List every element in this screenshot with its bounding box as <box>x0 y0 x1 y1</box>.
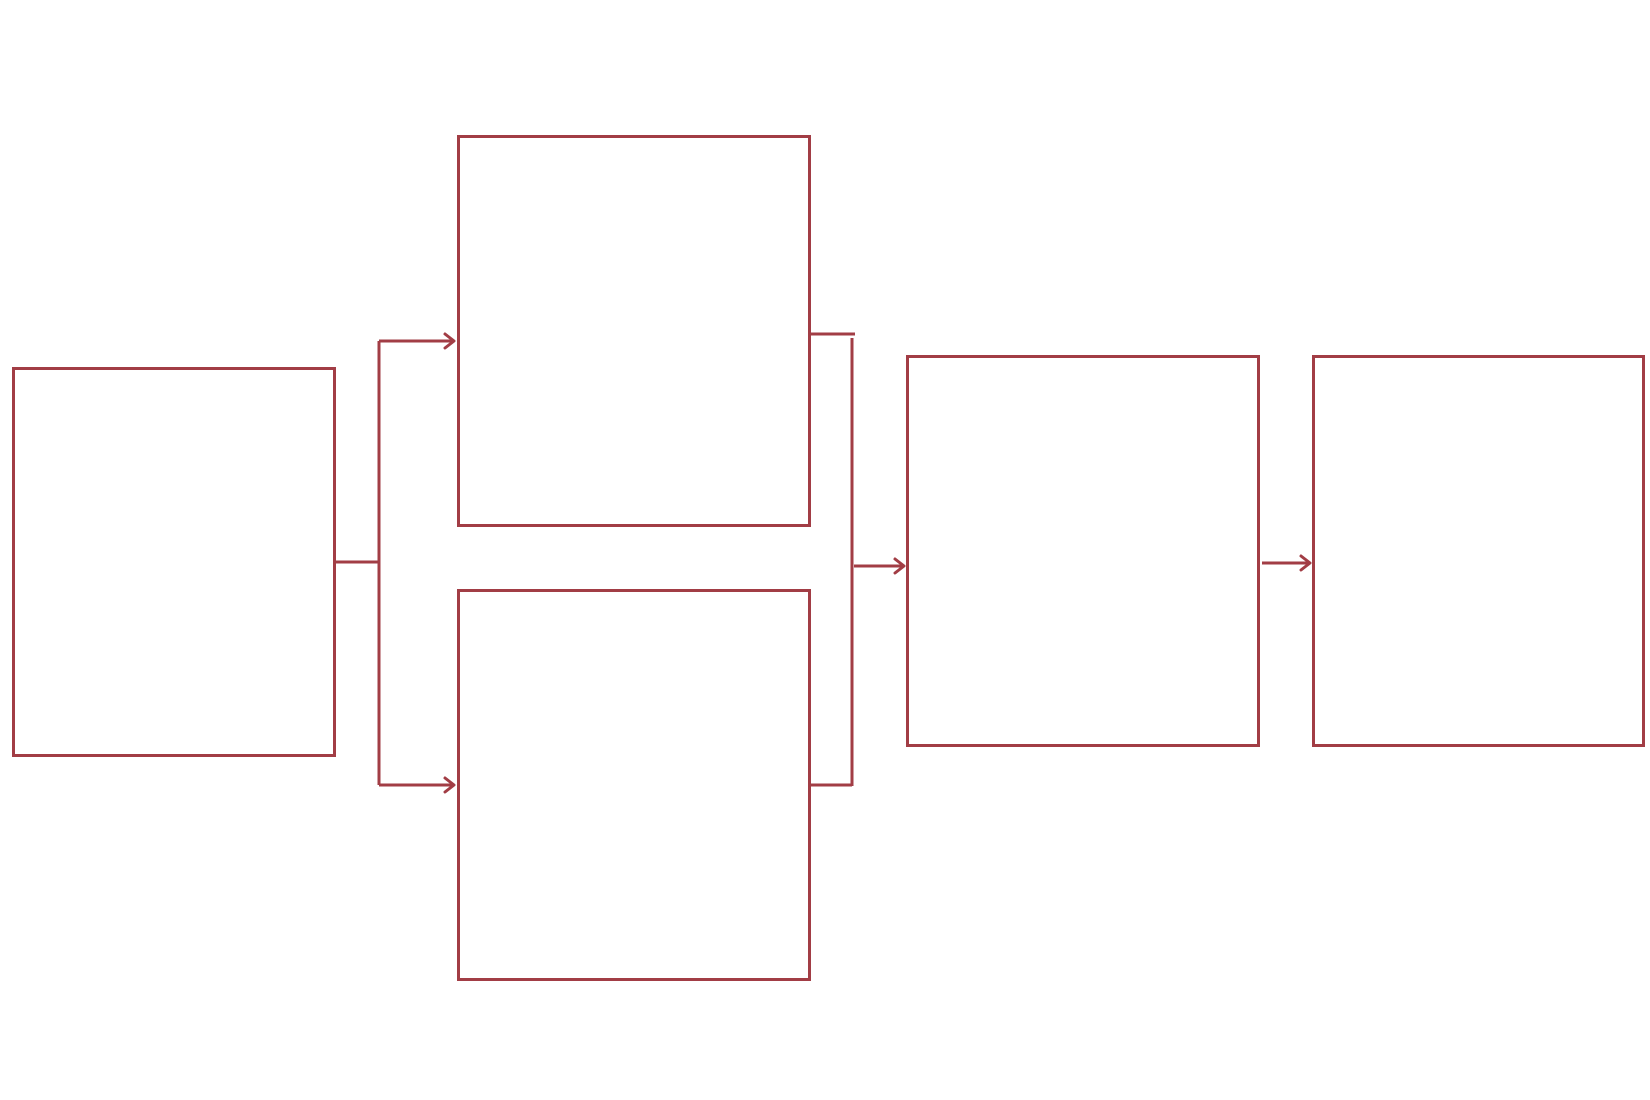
node-branch-bottom <box>457 589 811 981</box>
node-branch-top <box>457 135 811 527</box>
node-source-box <box>12 367 336 757</box>
node-output <box>1312 355 1645 747</box>
arrowhead-branch-top <box>443 332 456 350</box>
arrowhead-merge <box>893 557 906 575</box>
merge-connector <box>811 332 906 787</box>
final-connector <box>1262 554 1312 572</box>
node-branch-bottom-box <box>457 589 811 981</box>
node-merge-box <box>906 355 1260 747</box>
node-output-box <box>1312 355 1645 747</box>
node-merge <box>906 355 1260 747</box>
arrowhead-output <box>1299 554 1312 572</box>
split-connector <box>336 332 456 794</box>
node-source <box>12 367 336 757</box>
node-branch-top-box <box>457 135 811 527</box>
arrowhead-branch-bottom <box>443 776 456 794</box>
